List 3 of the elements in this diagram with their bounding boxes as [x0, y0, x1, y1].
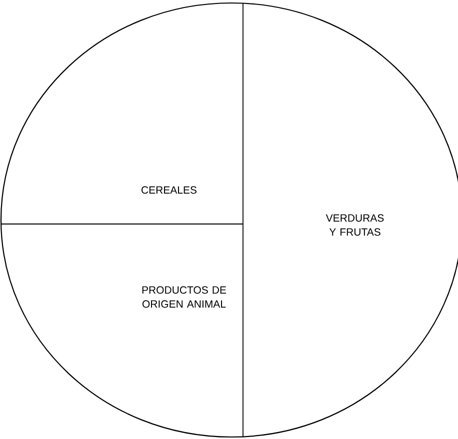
food-group-label: VERDURAS Y FRUTAS [326, 214, 384, 236]
food-group-label: PRODUCTOS DE ORIGEN ANIMAL [142, 286, 226, 308]
food-group-label: CEREALES [142, 186, 197, 194]
